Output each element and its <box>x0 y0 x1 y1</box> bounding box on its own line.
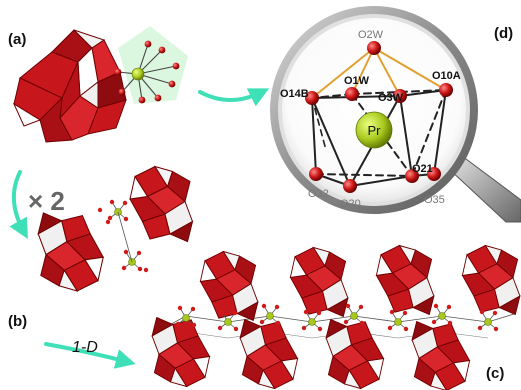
arrow-1d <box>44 342 136 369</box>
panel-label-d: (d) <box>494 25 513 42</box>
pr-coordination-a <box>114 40 180 104</box>
polyanion-cluster-a <box>12 29 127 143</box>
panel-label-b: (b) <box>8 313 27 330</box>
direction-label: 1-D <box>72 339 98 356</box>
atom-o14b <box>305 91 319 105</box>
label-o2w: O2W <box>358 29 384 41</box>
dimer-b <box>37 166 193 292</box>
label-o10a: O10A <box>432 70 461 82</box>
label-o14b: O14B <box>280 88 309 100</box>
atom-o20 <box>343 179 357 193</box>
atom-o21 <box>405 169 419 183</box>
atom-o2w <box>367 41 381 55</box>
magnifier-lens <box>282 18 466 202</box>
panel-label-a: (a) <box>8 31 26 48</box>
atom-o32 <box>309 167 323 181</box>
label-o21: O21 <box>412 163 433 175</box>
atom-o1w <box>345 87 359 101</box>
multiplier-label: × 2 <box>28 186 65 216</box>
label-o35: O35 <box>424 194 445 206</box>
panel-label-c: (c) <box>486 365 504 382</box>
atom-o10a <box>439 83 453 97</box>
label-o3w: O3W <box>378 92 404 104</box>
arrow-to-b <box>9 170 28 239</box>
label-o20: O20 <box>340 198 361 210</box>
arrow-to-d <box>198 88 270 107</box>
atom-o3w <box>393 89 407 103</box>
atom-o35 <box>427 167 441 181</box>
label-o32: O32 <box>308 188 329 200</box>
atom-pr <box>355 111 393 149</box>
coordination-polyhedron <box>305 41 453 193</box>
label-o1w: O1W <box>344 75 370 87</box>
chain-c <box>151 245 521 390</box>
magnifier <box>270 6 521 223</box>
pr-label: Pr <box>368 123 382 138</box>
